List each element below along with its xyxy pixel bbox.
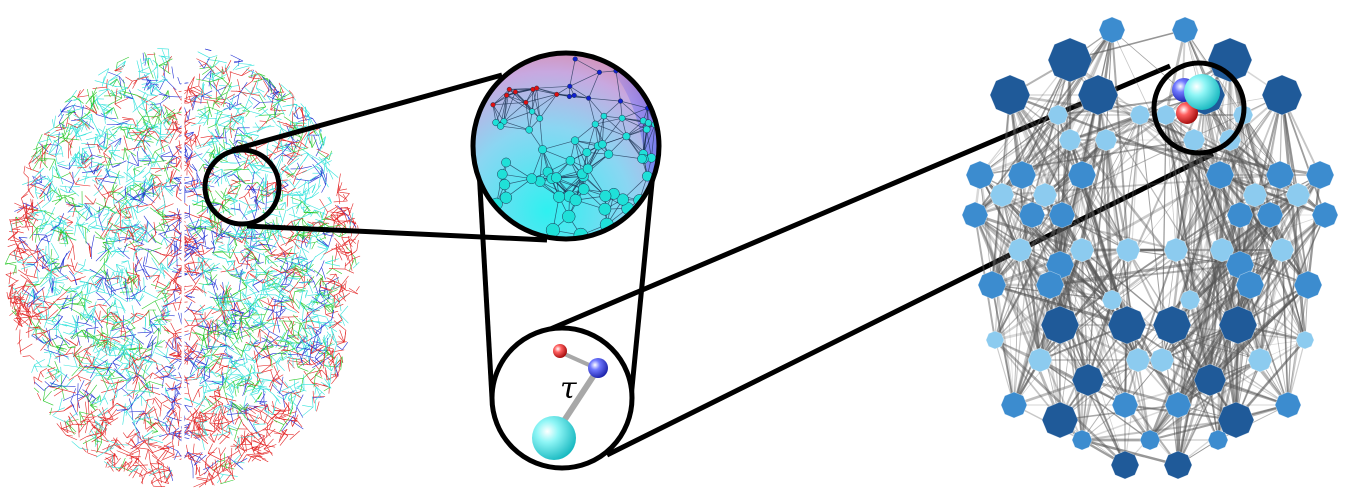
network-node (1247, 347, 1273, 373)
network-node (1007, 237, 1033, 263)
network-node (1235, 270, 1265, 300)
zoom-lines-small (231, 72, 548, 243)
network-node (1048, 201, 1076, 229)
network-graph (961, 16, 1339, 480)
network-node (965, 160, 995, 190)
network-node (1242, 182, 1268, 208)
network-node (1069, 237, 1095, 263)
network-node (1163, 237, 1189, 263)
network-node (1111, 391, 1139, 419)
tau-label: τ (560, 371, 577, 406)
network-node (1152, 305, 1192, 345)
network-node (1164, 391, 1192, 419)
network-node (1139, 429, 1161, 451)
network-node (1115, 237, 1141, 263)
network-node (1149, 347, 1175, 373)
network-node (1000, 391, 1028, 419)
network-node (989, 182, 1015, 208)
network-node (1035, 270, 1065, 300)
zoom-circle-node-pair: τ (489, 325, 635, 471)
network-node (1171, 16, 1199, 44)
zoom-lines-long (547, 63, 1215, 458)
node-cyan-icon (532, 416, 576, 460)
network-node (1041, 401, 1079, 439)
network-node (1218, 305, 1258, 345)
brain-zoom-circle (202, 147, 282, 227)
network-node (1071, 363, 1105, 397)
network-node (1205, 160, 1235, 190)
network-node (1311, 201, 1339, 229)
network-node (1018, 201, 1046, 229)
network-node (1179, 289, 1201, 311)
network-node (1217, 401, 1255, 439)
network-node (1058, 128, 1082, 152)
network-node (1256, 201, 1284, 229)
network-node (1098, 16, 1126, 44)
network-node (1285, 182, 1311, 208)
node-blue-icon (588, 358, 608, 378)
network-node (1007, 160, 1037, 190)
network-node (1047, 37, 1093, 83)
network-node (1071, 429, 1093, 451)
network-node (1261, 74, 1303, 116)
network-highlight-nodes (1172, 74, 1220, 124)
network-node (1207, 429, 1229, 451)
network-node (1207, 37, 1253, 83)
zoom-circle-mesh (470, 50, 662, 242)
network-node (1269, 237, 1295, 263)
network-node (989, 74, 1031, 116)
network-node (1094, 128, 1118, 152)
node-red-icon (553, 344, 567, 358)
network-node (1027, 347, 1053, 373)
network-node (985, 330, 1005, 350)
network-node (1274, 391, 1302, 419)
network-node (1193, 363, 1227, 397)
highlight-node-red (1176, 102, 1198, 124)
network-node (1032, 182, 1058, 208)
network-node (1295, 330, 1315, 350)
network-node (1305, 160, 1335, 190)
network-node (1101, 289, 1123, 311)
highlight-node-cyan (1184, 74, 1220, 110)
network-node (1040, 305, 1080, 345)
zoom-lines-vertical (475, 151, 658, 399)
network-node (1182, 128, 1206, 152)
network-node (1163, 450, 1193, 480)
network-node (1265, 160, 1295, 190)
network-node (1129, 104, 1151, 126)
network-node (977, 270, 1007, 300)
network-node (1110, 450, 1140, 480)
network-node (1226, 201, 1254, 229)
network-node (961, 201, 989, 229)
network-node (1293, 270, 1323, 300)
network-node (1077, 74, 1119, 116)
network-node (1107, 305, 1147, 345)
network-node (1155, 104, 1177, 126)
network-zoom-circle (1151, 60, 1247, 156)
brain-mesh (4, 48, 361, 488)
network-node (1067, 160, 1097, 190)
network-node (1125, 347, 1151, 373)
network-node (1047, 104, 1069, 126)
network-node (1209, 237, 1235, 263)
